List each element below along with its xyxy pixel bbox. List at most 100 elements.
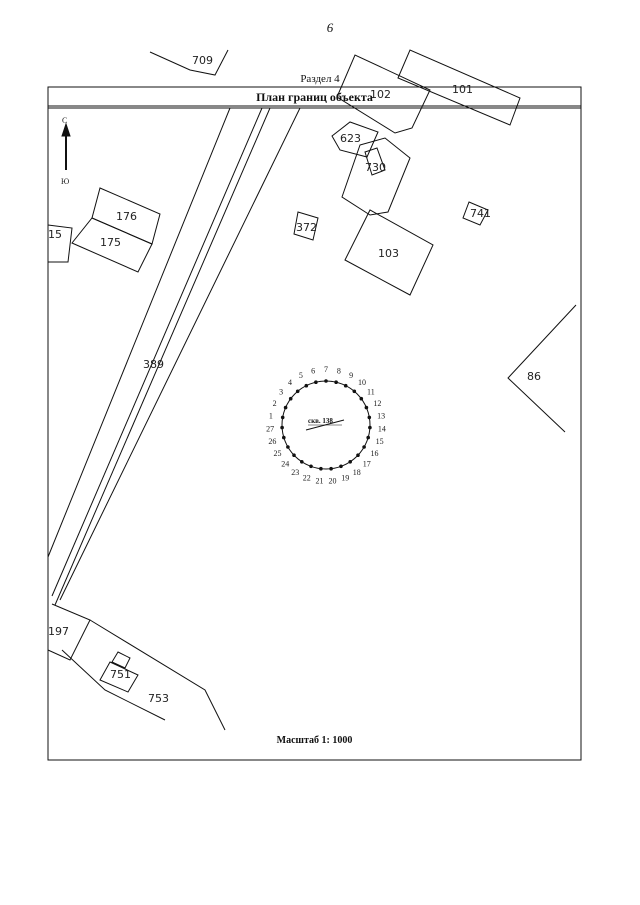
map-frame — [47, 86, 582, 761]
boundary-point-21 — [319, 466, 323, 471]
parcel-730-boundary — [341, 137, 411, 216]
boundary-point-label-6: 6 — [311, 367, 315, 376]
parcel-label-197: 197 — [48, 625, 69, 638]
parcel-label-709: 709 — [192, 54, 213, 67]
parcel-label-15: 15 — [48, 228, 62, 241]
boundary-point-label-24: 24 — [281, 459, 289, 468]
road-389-edge-left — [47, 107, 231, 558]
parcel-730-building — [364, 147, 386, 176]
boundary-point-22 — [309, 464, 313, 469]
page-number: 6 — [326, 20, 334, 35]
boundary-point-3 — [288, 396, 293, 401]
boundary-point-label-10: 10 — [358, 378, 366, 387]
parcel-label-753: 753 — [148, 692, 169, 705]
boundary-point-label-7: 7 — [324, 365, 328, 374]
boundary-point-label-23: 23 — [291, 468, 299, 477]
boundary-point-label-3: 3 — [279, 388, 283, 397]
boundary-point-1 — [280, 415, 285, 420]
boundary-point-label-17: 17 — [363, 459, 371, 468]
parcel-751-lot — [61, 649, 166, 721]
parcel-label-103: 103 — [378, 247, 399, 260]
boundary-point-label-14: 14 — [378, 424, 386, 433]
boundary-point-7 — [324, 379, 328, 383]
boundary-point-15 — [366, 435, 371, 440]
well-label: скв. 138 — [308, 417, 333, 425]
parcel-372-boundary — [293, 211, 319, 241]
boundary-point-label-2: 2 — [273, 399, 277, 408]
parcel-label-176: 176 — [116, 210, 137, 223]
parcel-86-boundary — [507, 304, 577, 433]
boundary-point-10 — [352, 389, 357, 394]
compass-south-label: Ю — [61, 177, 69, 186]
boundary-point-12 — [364, 405, 369, 410]
compass-north-label: С — [62, 116, 67, 125]
parcel-103-boundary — [344, 209, 434, 296]
parcel-label-102: 102 — [370, 88, 391, 101]
boundary-point-5 — [304, 383, 309, 388]
boundary-point-27 — [280, 425, 284, 430]
parcel-753-boundary — [89, 619, 226, 731]
boundary-point-label-27: 27 — [266, 424, 274, 433]
scale-label: Масштаб 1: 1000 — [276, 735, 353, 746]
boundary-point-label-15: 15 — [376, 437, 384, 446]
boundary-point-label-8: 8 — [337, 367, 341, 376]
road-389-edge-mid — [51, 107, 263, 597]
boundary-point-label-26: 26 — [268, 437, 276, 446]
boundary-point-16 — [362, 445, 366, 449]
boundary-point-label-16: 16 — [371, 449, 379, 458]
boundary-point-13 — [367, 415, 372, 420]
boundary-point-6 — [314, 380, 318, 385]
boundary-point-17 — [356, 453, 360, 458]
parcel-label-751: 751 — [110, 668, 131, 681]
parcel-label-389: 389 — [143, 358, 164, 371]
road-389-edge-outer — [59, 107, 301, 601]
boundary-point-2 — [283, 405, 288, 410]
boundary-point-label-20: 20 — [329, 477, 337, 486]
parcel-label-730: 730 — [365, 161, 386, 174]
boundary-point-label-5: 5 — [299, 371, 303, 380]
compass-arrow-head — [61, 122, 71, 137]
parcel-label-741: 741 — [470, 207, 491, 220]
boundary-point-label-9: 9 — [349, 371, 353, 380]
boundary-point-label-1: 1 — [269, 411, 273, 420]
parcel-175-boundary — [71, 217, 153, 273]
boundary-point-label-4: 4 — [288, 378, 292, 387]
parcel-751-boundary — [99, 661, 139, 693]
boundary-point-4 — [295, 389, 300, 394]
parcel-101-boundary — [397, 49, 521, 126]
boundary-point-20 — [329, 466, 333, 471]
parcel-label-372: 372 — [296, 221, 317, 234]
parcel-197-boundary — [47, 603, 91, 661]
parcel-709-boundary — [149, 49, 229, 76]
parcel-label-175: 175 — [100, 236, 121, 249]
boundary-point-11 — [359, 396, 364, 401]
boundary-point-label-22: 22 — [303, 474, 311, 483]
boundary-point-23 — [300, 460, 304, 464]
boundary-point-26 — [282, 435, 286, 440]
boundary-point-label-11: 11 — [367, 388, 375, 397]
parcel-741-boundary — [462, 201, 489, 226]
map-title: План границ объекта — [256, 90, 373, 104]
boundary-point-18 — [348, 460, 353, 464]
boundary-point-9 — [343, 383, 348, 388]
boundary-point-24 — [292, 453, 296, 458]
parcel-623-boundary — [331, 121, 379, 158]
boundary-point-label-13: 13 — [377, 411, 385, 420]
parcel-label-623: 623 — [340, 132, 361, 145]
parcel-15-boundary — [47, 224, 73, 263]
road-389-edge-right — [54, 107, 271, 606]
parcel-label-86: 86 — [527, 370, 541, 383]
section-label: Раздел 4 — [300, 73, 340, 85]
boundary-point-label-21: 21 — [316, 477, 324, 486]
parcel-102-boundary — [336, 54, 431, 134]
parcel-label-101: 101 — [452, 83, 473, 96]
parcel-751-building — [111, 651, 131, 669]
boundary-point-14 — [368, 425, 372, 430]
boundary-point-19 — [339, 464, 343, 469]
boundary-point-label-18: 18 — [353, 468, 361, 477]
boundary-point-8 — [334, 380, 338, 385]
boundary-point-label-25: 25 — [274, 449, 282, 458]
boundary-point-label-19: 19 — [341, 474, 349, 483]
boundary-point-25 — [286, 445, 290, 449]
